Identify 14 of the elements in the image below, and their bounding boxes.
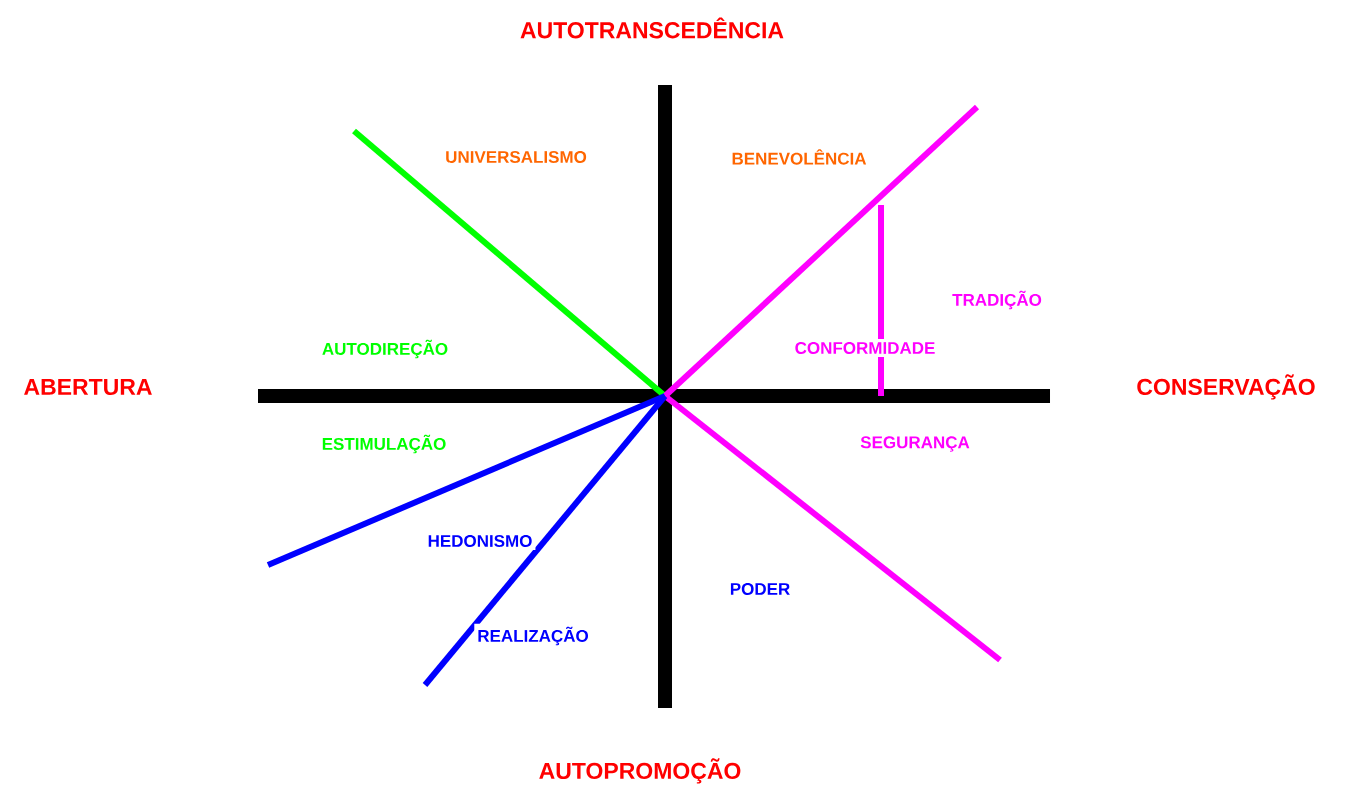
- axis-label: CONSERVAÇÃO: [1133, 371, 1319, 403]
- value-label: UNIVERSALISMO: [442, 147, 590, 166]
- axis-label: ABERTURA: [20, 375, 156, 398]
- value-label: SEGURANÇA: [857, 433, 973, 455]
- value-label: PODER: [726, 580, 794, 598]
- axis-label: AUTOPROMOÇÃO: [535, 755, 745, 785]
- axis-label: AUTOTRANSCEDÊNCIA: [516, 14, 788, 42]
- value-label: HEDONISMO: [424, 532, 536, 550]
- value-label: CONFORMIDADE: [791, 339, 939, 357]
- value-label: ESTIMULAÇÃO: [318, 431, 450, 457]
- value-label: TRADIÇÃO: [949, 287, 1045, 313]
- value-label: AUTODIREÇÃO: [318, 336, 452, 362]
- value-label: BENEVOLÊNCIA: [728, 146, 870, 168]
- value-label: REALIZAÇÃO: [474, 623, 592, 649]
